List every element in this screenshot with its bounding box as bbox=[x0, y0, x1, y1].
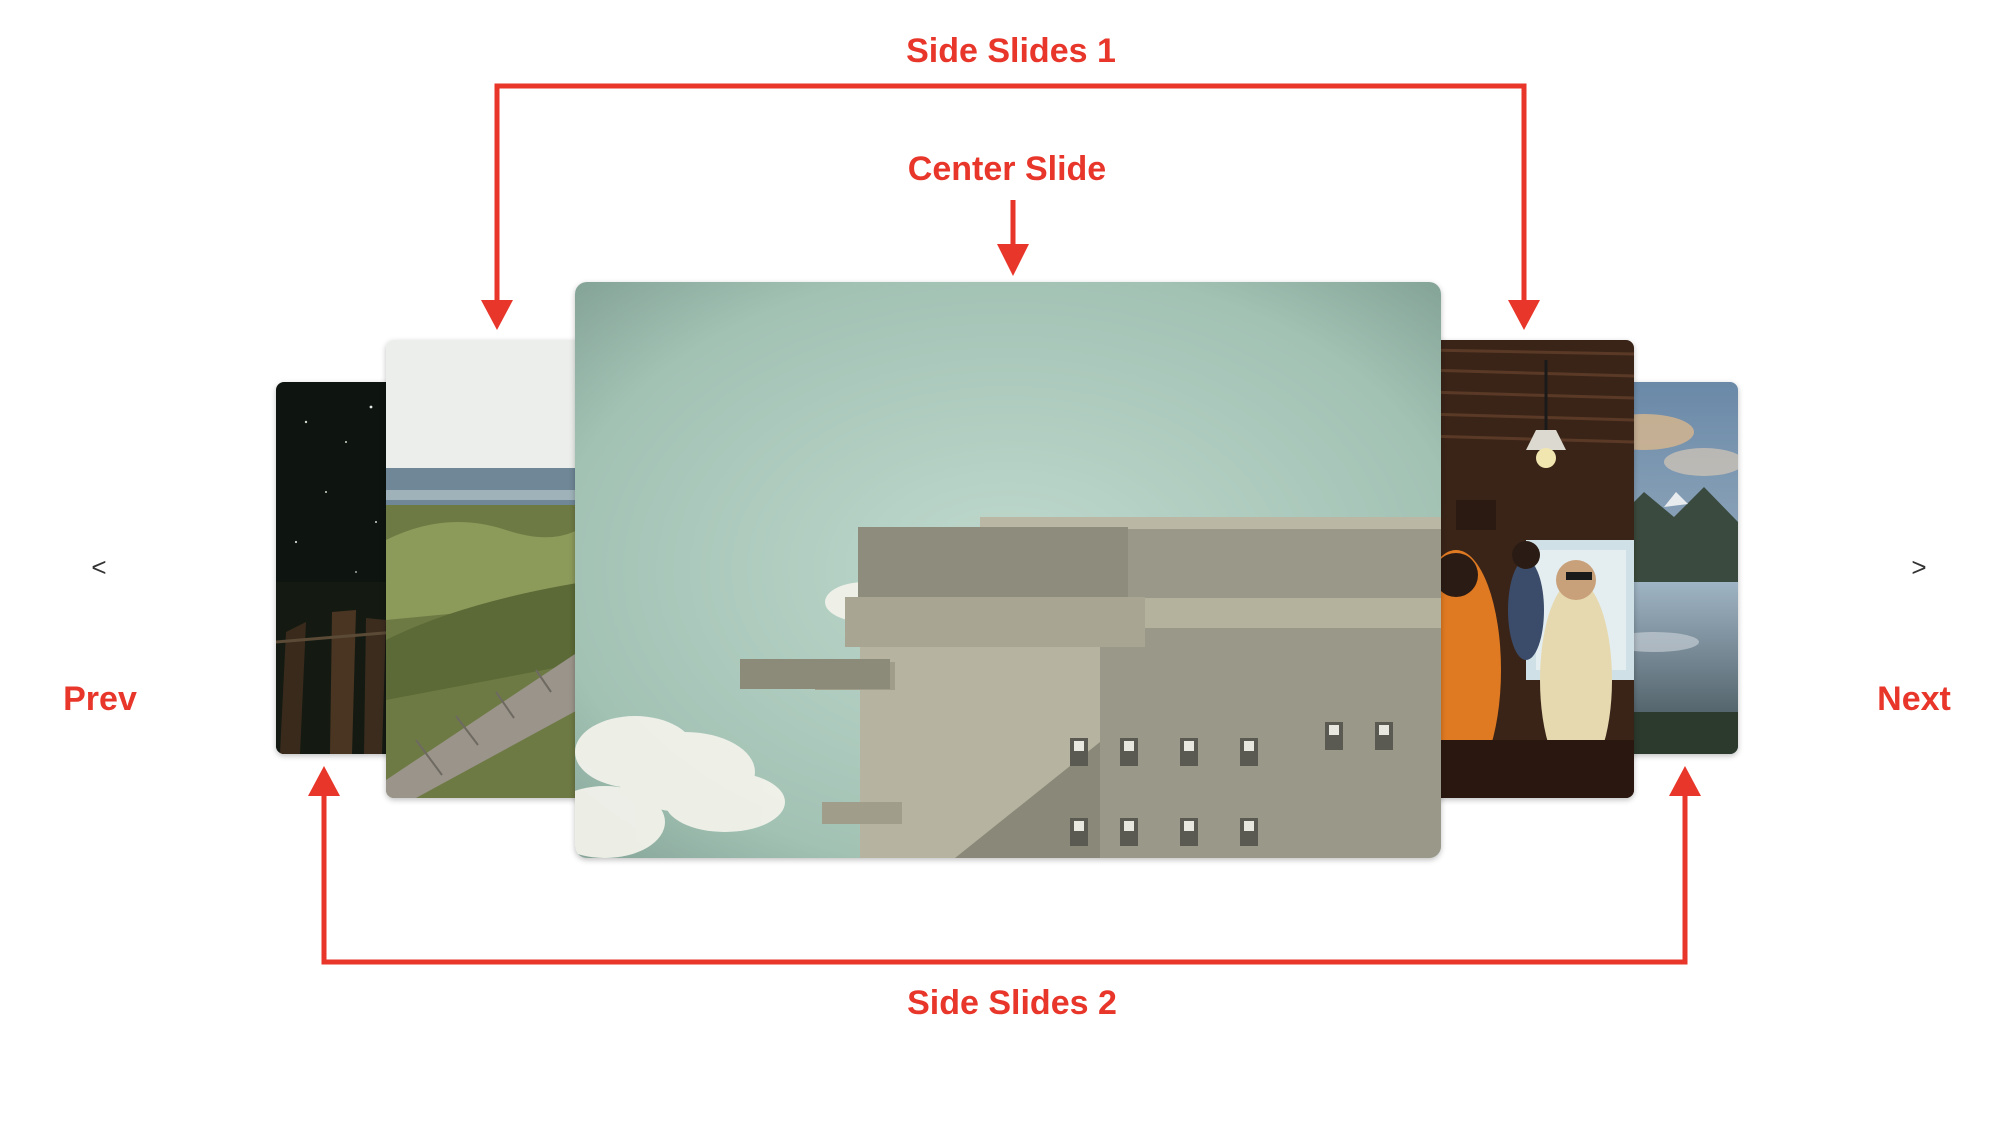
side-slide-1-right[interactable] bbox=[1426, 340, 1634, 798]
night-sky-image bbox=[276, 382, 396, 754]
arrow-head-side1-right bbox=[1508, 300, 1540, 330]
cafe-interior-image bbox=[1426, 340, 1634, 798]
side-slides-1-bracket bbox=[494, 83, 1527, 308]
next-arrow-button[interactable]: > bbox=[1904, 554, 1934, 580]
side-slide-1-left[interactable] bbox=[386, 340, 596, 798]
prev-arrow-button[interactable]: < bbox=[84, 554, 114, 580]
arrow-head-side1-left bbox=[481, 300, 513, 330]
arrow-head-side2-left bbox=[308, 766, 340, 796]
prev-label: Prev bbox=[63, 680, 137, 718]
center-slide[interactable] bbox=[575, 282, 1441, 858]
beach-boardwalk-image bbox=[386, 340, 596, 798]
side-slides-2-label: Side Slides 2 bbox=[907, 984, 1117, 1022]
arrow-head-side2-right bbox=[1669, 766, 1701, 796]
next-label: Next bbox=[1877, 680, 1951, 718]
concrete-building-image bbox=[575, 282, 1441, 858]
side-slide-2-left[interactable] bbox=[276, 382, 396, 754]
center-slide-label: Center Slide bbox=[907, 150, 1107, 188]
side-slides-1-label: Side Slides 1 bbox=[906, 32, 1116, 70]
arrow-head-center bbox=[997, 244, 1029, 276]
